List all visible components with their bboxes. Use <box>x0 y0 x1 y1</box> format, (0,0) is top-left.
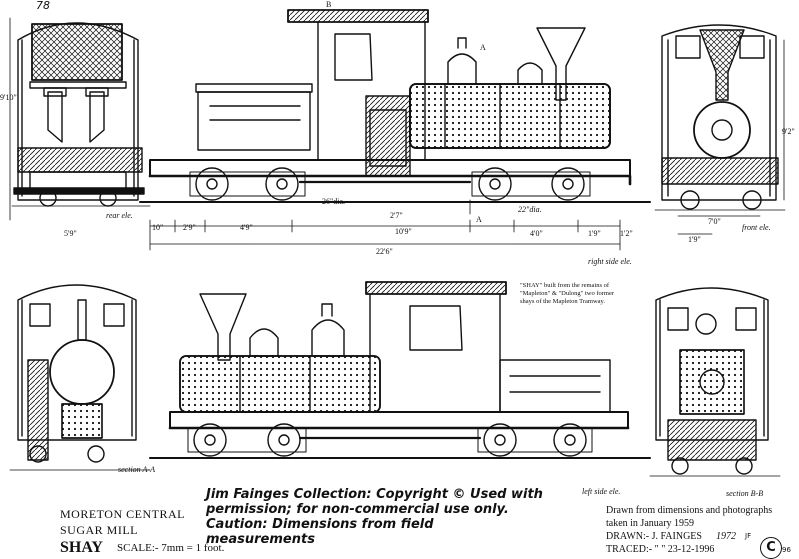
dim-rear-width: 5'9" <box>64 229 77 238</box>
scale-note: SCALE:- 7mm = 1 foot. <box>117 542 225 554</box>
label-front-ele: front ele. <box>742 223 771 232</box>
dim-1-2: 1'2" <box>620 229 633 238</box>
copyright-number: 96 <box>782 546 791 554</box>
section-marker-b: B <box>326 0 332 9</box>
label-section-bb: section B-B <box>726 489 764 498</box>
label-rear-ele: rear ele. <box>106 211 133 220</box>
dim-2-9: 2'9" <box>183 223 196 232</box>
right-side-elevation <box>139 9 651 251</box>
section-bb <box>649 287 781 477</box>
copyright-initials: JF <box>745 532 752 540</box>
label-right-side-ele: right side ele. <box>588 257 632 266</box>
notice-line-2: permission; for non-commercial use only. <box>206 502 509 517</box>
loco-name: SHAY <box>60 539 103 556</box>
label-left-side-ele: left side ele. <box>582 487 621 496</box>
dim-height-right: 9'2" <box>782 127 795 136</box>
copyright-icon: C <box>760 537 782 559</box>
dim-26dia: 26"dia. <box>322 197 346 206</box>
copyright-notice: Jim Fainges Collection: Copyright © Used… <box>206 487 546 547</box>
dim-2-7: 2'7" <box>390 211 403 220</box>
dim-10-9: 10'9" <box>395 227 412 236</box>
section-marker-a-bottom: A <box>476 215 482 224</box>
dim-overall-length: 22'6" <box>376 247 393 256</box>
front-elevation <box>654 24 786 235</box>
dim-22dia: 22"dia. <box>518 205 542 214</box>
section-marker-a-top: A <box>480 43 486 52</box>
dim-height-left: 9'10" <box>0 93 17 102</box>
credit-line-3: DRAWN:- J. FAINGES <box>606 531 702 542</box>
dim-10: 10" <box>152 223 164 232</box>
dim-4-9: 4'9" <box>240 223 253 232</box>
credit-line-4: TRACED:- " " 23-12-1996 <box>606 544 715 555</box>
credit-drawn-year: 1972 <box>716 531 736 542</box>
dim-front-track: 1'9" <box>688 235 701 244</box>
dim-1-9: 1'9" <box>588 229 601 238</box>
left-side-elevation <box>149 281 651 459</box>
notice-line-3: Caution: Dimensions from field measureme… <box>206 517 434 547</box>
section-aa <box>9 284 151 471</box>
dim-front-width: 7'0" <box>708 217 721 226</box>
notice-line-1: Jim Fainges Collection: Copyright © Used… <box>206 487 543 502</box>
rear-elevation <box>9 17 151 221</box>
title-line-1: MORETON CENTRAL <box>60 507 185 521</box>
title-line-2: SUGAR MILL <box>60 523 139 537</box>
credit-line-2: taken in January 1959 <box>606 518 695 529</box>
history-note: "SHAY" built from the remains of "Maplet… <box>520 282 615 305</box>
sheet-ref: 78 <box>36 0 50 12</box>
credit-line-1: Drawn from dimensions and photographs <box>606 505 773 516</box>
dim-4-0: 4'0" <box>530 229 543 238</box>
label-section-aa: section A-A <box>118 465 155 474</box>
